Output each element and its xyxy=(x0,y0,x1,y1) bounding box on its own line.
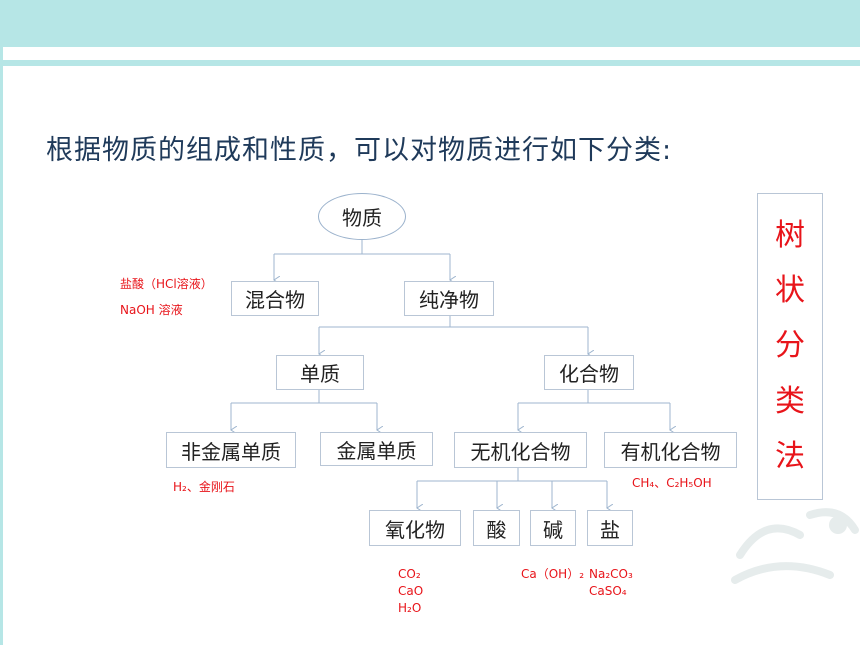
node-pure-substance: 纯净物 xyxy=(404,281,494,316)
side-label-char: 树 xyxy=(775,217,805,253)
side-label-char: 法 xyxy=(775,439,805,475)
node-compound: 化合物 xyxy=(544,355,634,390)
note-hydrochloric-acid: 盐酸（HCl溶液） xyxy=(120,277,213,291)
page-heading: 根据物质的组成和性质，可以对物质进行如下分类: xyxy=(46,135,673,166)
note-oxide-co2: CO₂ xyxy=(398,567,421,581)
node-organic-compound: 有机化合物 xyxy=(604,432,737,468)
node-acid: 酸 xyxy=(473,510,520,546)
note-oxide-cao: CaO xyxy=(398,584,424,598)
note-salt-na2co3: Na₂CO₃ xyxy=(589,567,633,581)
note-base-example: Ca（OH）₂ xyxy=(521,567,585,581)
left-divider xyxy=(0,47,3,645)
side-label-char: 类 xyxy=(775,383,805,419)
note-salt-caso4: CaSO₄ xyxy=(589,584,627,598)
note-oxide-h2o: H₂O xyxy=(398,601,422,615)
note-organic-examples: CH₄、C₂H₅OH xyxy=(632,476,712,490)
node-inorganic-compound: 无机化合物 xyxy=(454,432,587,468)
top-divider xyxy=(0,60,860,66)
node-mixture: 混合物 xyxy=(231,281,319,316)
top-band xyxy=(0,0,860,47)
node-metal-element: 金属单质 xyxy=(320,432,433,466)
side-label-box: 树 状 分 类 法 xyxy=(757,193,823,500)
node-substance: 物质 xyxy=(318,193,406,240)
note-nonmetal-examples: H₂、金刚石 xyxy=(173,480,235,494)
node-base: 碱 xyxy=(530,510,576,546)
note-naoh-solution: NaOH 溶液 xyxy=(120,303,183,317)
watermark-decoration xyxy=(731,508,859,584)
node-oxide: 氧化物 xyxy=(369,510,461,546)
side-label-char: 状 xyxy=(775,273,805,309)
node-salt: 盐 xyxy=(587,510,633,546)
node-element: 单质 xyxy=(276,355,364,390)
side-label-char: 分 xyxy=(775,328,805,364)
node-nonmetal-element: 非金属单质 xyxy=(166,432,296,468)
